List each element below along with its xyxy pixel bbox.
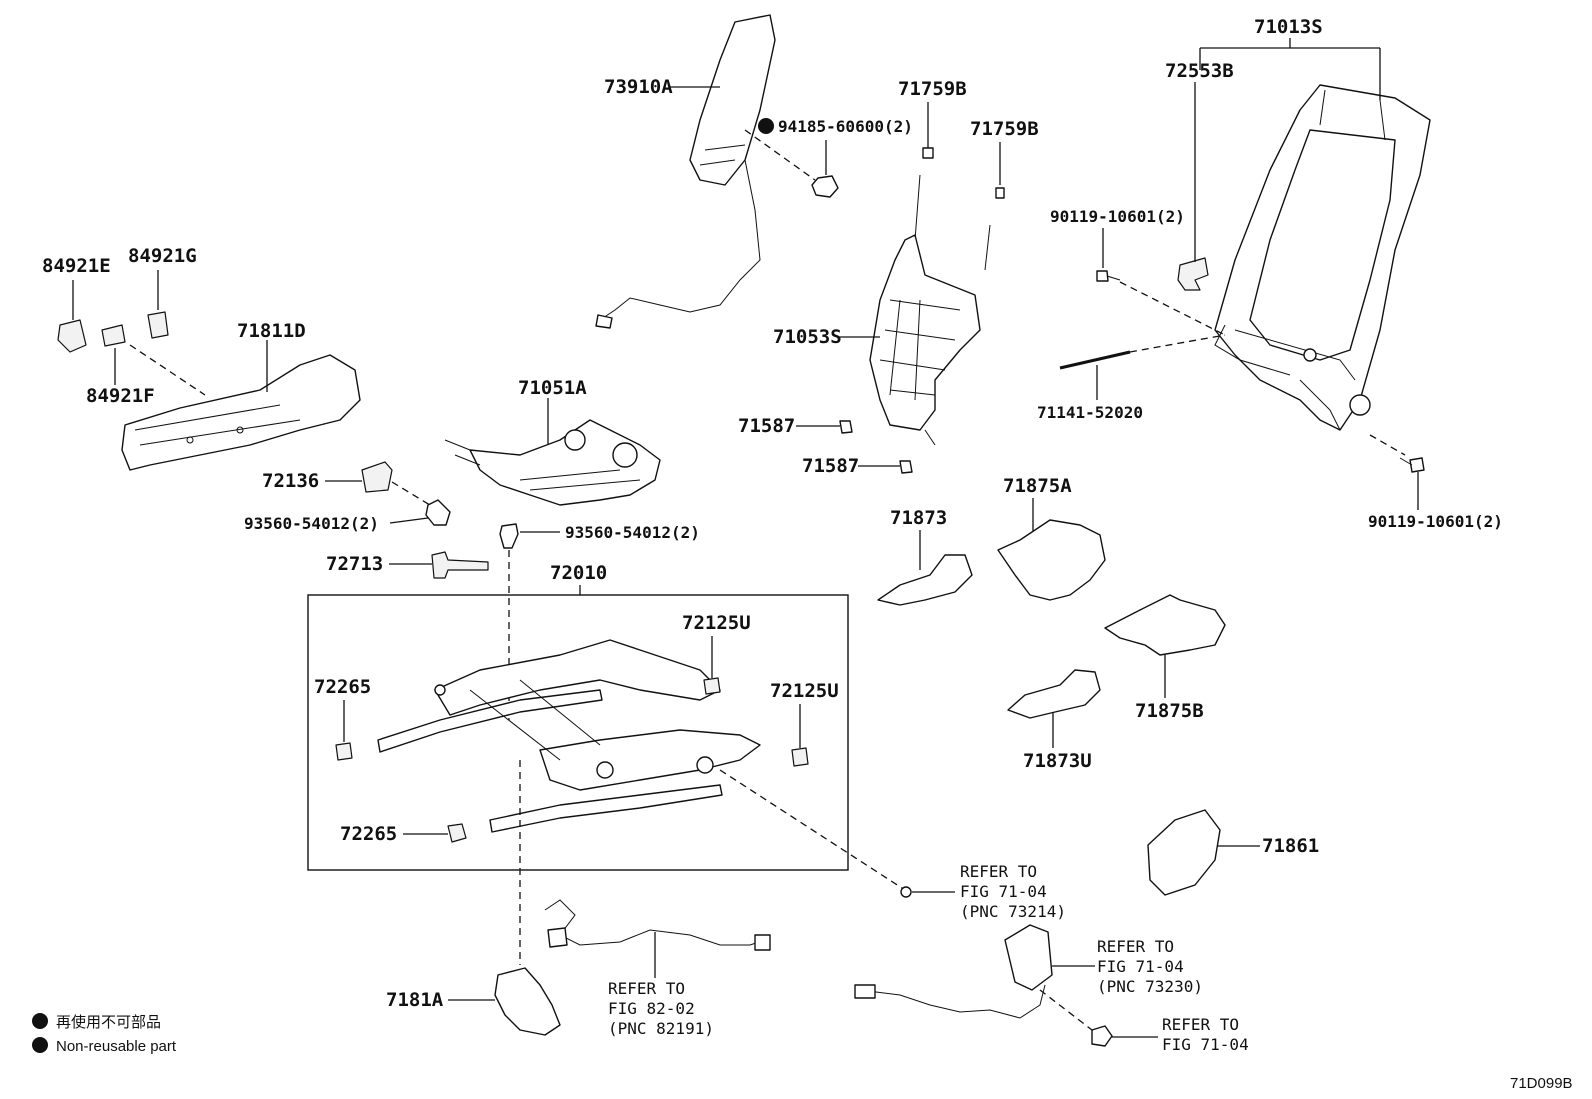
bracket-7181A-drawing: [494, 967, 561, 1036]
label-71587-1: 71587: [738, 415, 795, 437]
ref-82191-line2: FIG 82-02: [608, 999, 695, 1018]
seat-track-72010-drawing: [377, 639, 761, 833]
label-93560-a: 93560-54012(2): [244, 514, 379, 533]
switch-84921F: [101, 324, 126, 347]
lever-72713-drawing: [431, 551, 489, 579]
clip-72125U-1: [703, 677, 721, 695]
legend-english: Non-reusable part: [56, 1038, 177, 1055]
bolt-93560-a: [425, 499, 451, 526]
shield-71873U-drawing: [1007, 669, 1101, 719]
ref-73230-line3: (PNC 73230): [1097, 977, 1203, 996]
buckle-ref-73230-drawing: [854, 924, 1053, 1019]
label-71759B-1: 71759B: [898, 78, 967, 100]
ref-82191-line1: REFER TO: [608, 979, 685, 998]
label-71141: 71141-52020: [1037, 403, 1143, 422]
label-93560-b: 93560-54012(2): [565, 523, 700, 542]
harness-ref-82191-drawing: [544, 899, 771, 951]
label-84921E: 84921E: [42, 255, 111, 277]
wire-71141-drawing: [1059, 350, 1131, 370]
bracket-72553B-drawing: [1177, 257, 1209, 291]
label-72125U-1: 72125U: [682, 612, 751, 634]
ref-7104-line1: REFER TO: [1162, 1015, 1239, 1034]
clip-72265-2: [447, 823, 467, 843]
label-71053S: 71053S: [773, 326, 842, 348]
ref-73214-line1: REFER TO: [960, 862, 1037, 881]
nut-ref-7104: [1091, 1025, 1113, 1047]
label-71861: 71861: [1262, 835, 1319, 857]
label-71051A: 71051A: [518, 377, 587, 399]
clip-71759B-1: [922, 147, 934, 159]
label-71875A: 71875A: [1003, 475, 1072, 497]
side-airbag-73910A-drawing: [595, 14, 776, 329]
nut-71587-1: [839, 420, 853, 434]
seatback-frame-drawing: [1214, 84, 1431, 431]
clip-71759B-2: [995, 187, 1005, 199]
label-72265-1: 72265: [314, 676, 371, 698]
label-72136: 72136: [262, 470, 319, 492]
label-71873U: 71873U: [1023, 750, 1092, 772]
switch-84921G: [147, 311, 169, 339]
cover-71861-drawing: [1147, 809, 1221, 896]
bolt-93560-b: [499, 523, 519, 549]
label-72125U-2: 72125U: [770, 680, 839, 702]
label-71759B-2: 71759B: [970, 118, 1039, 140]
label-73910A: 73910A: [604, 76, 673, 98]
label-71811D: 71811D: [237, 320, 306, 342]
label-84921F: 84921F: [86, 385, 155, 407]
recliner-71051A-drawing: [444, 419, 661, 506]
label-72010: 72010: [550, 562, 607, 584]
label-71875B: 71875B: [1135, 700, 1204, 722]
non-reusable-dot: [758, 118, 774, 134]
legend-japanese: 再使用不可部品: [56, 1014, 161, 1031]
shield-71875A-drawing: [997, 519, 1106, 601]
label-71587-2: 71587: [802, 455, 859, 477]
seat-cover-71811D-drawing: [121, 354, 361, 471]
label-7181A: 7181A: [386, 989, 444, 1011]
figure-code: 71D099B: [1510, 1075, 1573, 1092]
legend-dot-2: [32, 1037, 48, 1053]
lumbar-support-71053S-drawing: [869, 174, 991, 446]
shield-71873-drawing: [877, 554, 973, 606]
ref-7104-line2: FIG 71-04: [1162, 1035, 1249, 1054]
switch-84921E: [57, 319, 87, 353]
label-72553B: 72553B: [1165, 60, 1234, 82]
clip-72265-1: [335, 742, 353, 761]
bolt-90119-upper: [1096, 270, 1121, 282]
ref-73230-line1: REFER TO: [1097, 937, 1174, 956]
label-94185: 94185-60600(2): [778, 117, 913, 136]
seat-track-assembly-box: [307, 594, 849, 871]
shield-71875B-drawing: [1104, 594, 1226, 656]
ref-82191-line3: (PNC 82191): [608, 1019, 714, 1038]
label-72713: 72713: [326, 553, 383, 575]
ref-73214-line3: (PNC 73214): [960, 902, 1066, 921]
bolt-90119-lower: [1399, 457, 1425, 473]
clip-72125U-2: [791, 747, 809, 767]
bracket-72136-drawing: [361, 461, 393, 493]
nut-71587-2: [899, 460, 913, 474]
label-71013S: 71013S: [1254, 16, 1323, 38]
legend-dot-1: [32, 1013, 48, 1029]
nut-94185-drawing: [811, 175, 839, 198]
label-90119-upper: 90119-10601(2): [1050, 207, 1185, 226]
label-90119-lower: 90119-10601(2): [1368, 512, 1503, 531]
ref-73214-line2: FIG 71-04: [960, 882, 1047, 901]
label-84921G: 84921G: [128, 245, 197, 267]
label-71873: 71873: [890, 507, 947, 529]
grommet-ref-73214: [900, 886, 912, 898]
ref-73230-line2: FIG 71-04: [1097, 957, 1184, 976]
label-72265-2: 72265: [340, 823, 397, 845]
